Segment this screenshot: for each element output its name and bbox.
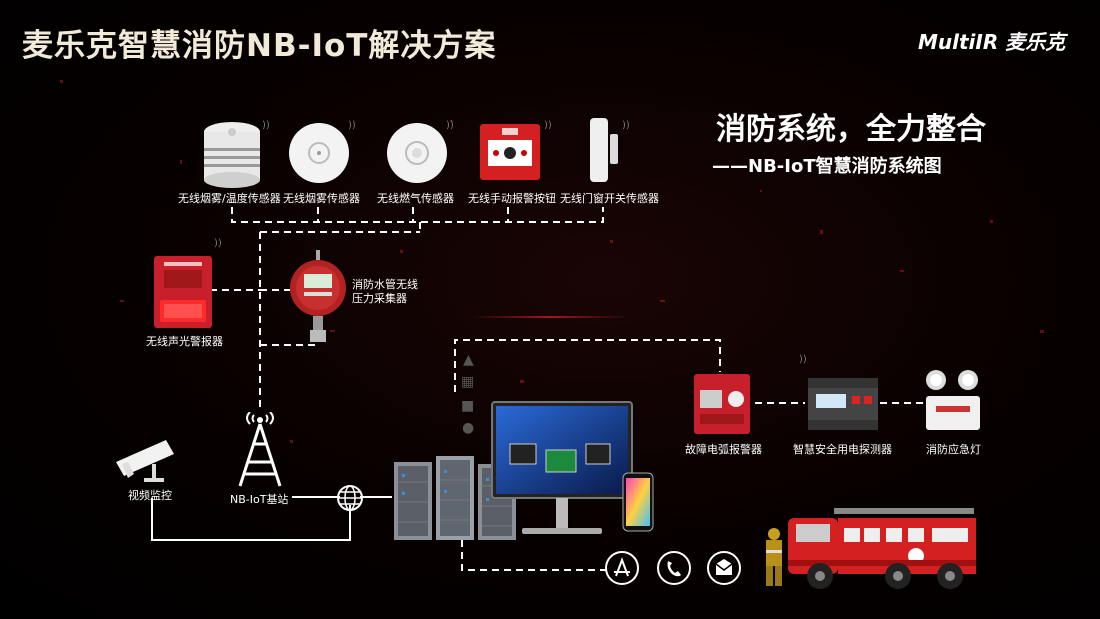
wifi-icon: )) bbox=[544, 120, 552, 131]
app-store-icon bbox=[605, 551, 639, 585]
water-pressure-collector-icon bbox=[290, 250, 346, 342]
firefighter-icon bbox=[766, 528, 782, 586]
gas-sensor-icon bbox=[387, 123, 447, 183]
bg-speck bbox=[760, 190, 762, 192]
bg-speck bbox=[900, 270, 904, 272]
arc-detector-label: 故障电弧报警器 bbox=[685, 443, 762, 456]
electric-detector-label: 智慧安全用电探测器 bbox=[793, 443, 892, 456]
bg-speck bbox=[1040, 330, 1044, 333]
emergency-light-label: 消防应急灯 bbox=[926, 443, 981, 456]
upload-icon: ▲ bbox=[463, 352, 474, 368]
sensor-label-gas: 无线燃气传感器 bbox=[377, 192, 454, 205]
bg-speck bbox=[120, 300, 124, 302]
base-station-label: NB-IoT基站 bbox=[230, 493, 289, 506]
cctv-camera-icon bbox=[116, 440, 174, 482]
diagram-subhead: ——NB-IoT智慧消防系统图 bbox=[712, 156, 942, 177]
brand-logo: MultiIR 麦乐克 bbox=[918, 26, 1065, 55]
fire-truck-icon bbox=[788, 508, 976, 589]
alarm-label: 无线声光警报器 bbox=[146, 335, 223, 348]
bg-speck bbox=[180, 160, 182, 164]
smoke-temp-sensor-icon bbox=[204, 122, 260, 188]
wifi-icon: )) bbox=[799, 354, 807, 365]
video-icon: ■ bbox=[461, 398, 475, 414]
pressure-label-line2: 压力采集器 bbox=[352, 292, 407, 305]
bg-speck bbox=[990, 220, 993, 223]
phone-call-icon bbox=[657, 551, 691, 585]
bg-speck bbox=[330, 330, 335, 332]
bg-speck bbox=[520, 380, 524, 383]
bg-speck bbox=[450, 120, 453, 122]
pressure-label-line1: 消防水管无线 bbox=[352, 278, 418, 291]
wifi-icon: )) bbox=[262, 120, 270, 131]
wifi-icon: )) bbox=[348, 120, 356, 131]
sensor-label-smoke: 无线烟雾传感器 bbox=[283, 192, 360, 205]
film-icon: ▦ bbox=[461, 374, 475, 390]
manual-alarm-button-icon bbox=[480, 124, 540, 180]
wifi-icon: )) bbox=[214, 238, 222, 249]
wifi-icon: )) bbox=[622, 120, 630, 131]
base-station-tower-icon bbox=[238, 412, 282, 487]
server-rack-icon bbox=[394, 456, 516, 540]
bg-glow-streak bbox=[470, 316, 630, 318]
electric-safety-detector-icon bbox=[808, 378, 878, 430]
globe-icon bbox=[337, 485, 363, 511]
emergency-light-icon bbox=[926, 370, 980, 430]
wifi-icon: )) bbox=[446, 120, 454, 131]
smoke-sensor-icon bbox=[289, 123, 349, 183]
door-window-sensor-icon bbox=[590, 118, 618, 182]
camera-label: 视频监控 bbox=[128, 489, 172, 502]
sound-light-alarm-icon bbox=[154, 256, 212, 328]
bg-speck bbox=[60, 80, 63, 83]
bg-speck bbox=[820, 230, 823, 234]
bg-speck bbox=[400, 250, 403, 253]
sensor-label-door-window: 无线门窗开关传感器 bbox=[560, 192, 659, 205]
page-title: 麦乐克智慧消防NB-IoT解决方案 bbox=[22, 28, 497, 64]
sensor-label-smoke-temp: 无线烟雾/温度传感器 bbox=[178, 192, 281, 205]
brand-logo-en: MultiIR bbox=[918, 30, 999, 54]
smartphone-icon bbox=[622, 472, 654, 532]
bg-speck bbox=[290, 440, 293, 443]
brand-logo-cn: 麦乐克 bbox=[1005, 30, 1066, 54]
monitor-icon bbox=[491, 401, 633, 534]
location-icon: ● bbox=[462, 420, 475, 436]
diagram-headline: 消防系统，全力整合 bbox=[716, 112, 986, 147]
mail-icon bbox=[707, 551, 741, 585]
arc-fault-detector-icon bbox=[694, 374, 750, 434]
bg-speck bbox=[660, 300, 665, 302]
bg-speck bbox=[610, 240, 613, 243]
sensor-label-manual-button: 无线手动报警按钮 bbox=[468, 192, 556, 205]
